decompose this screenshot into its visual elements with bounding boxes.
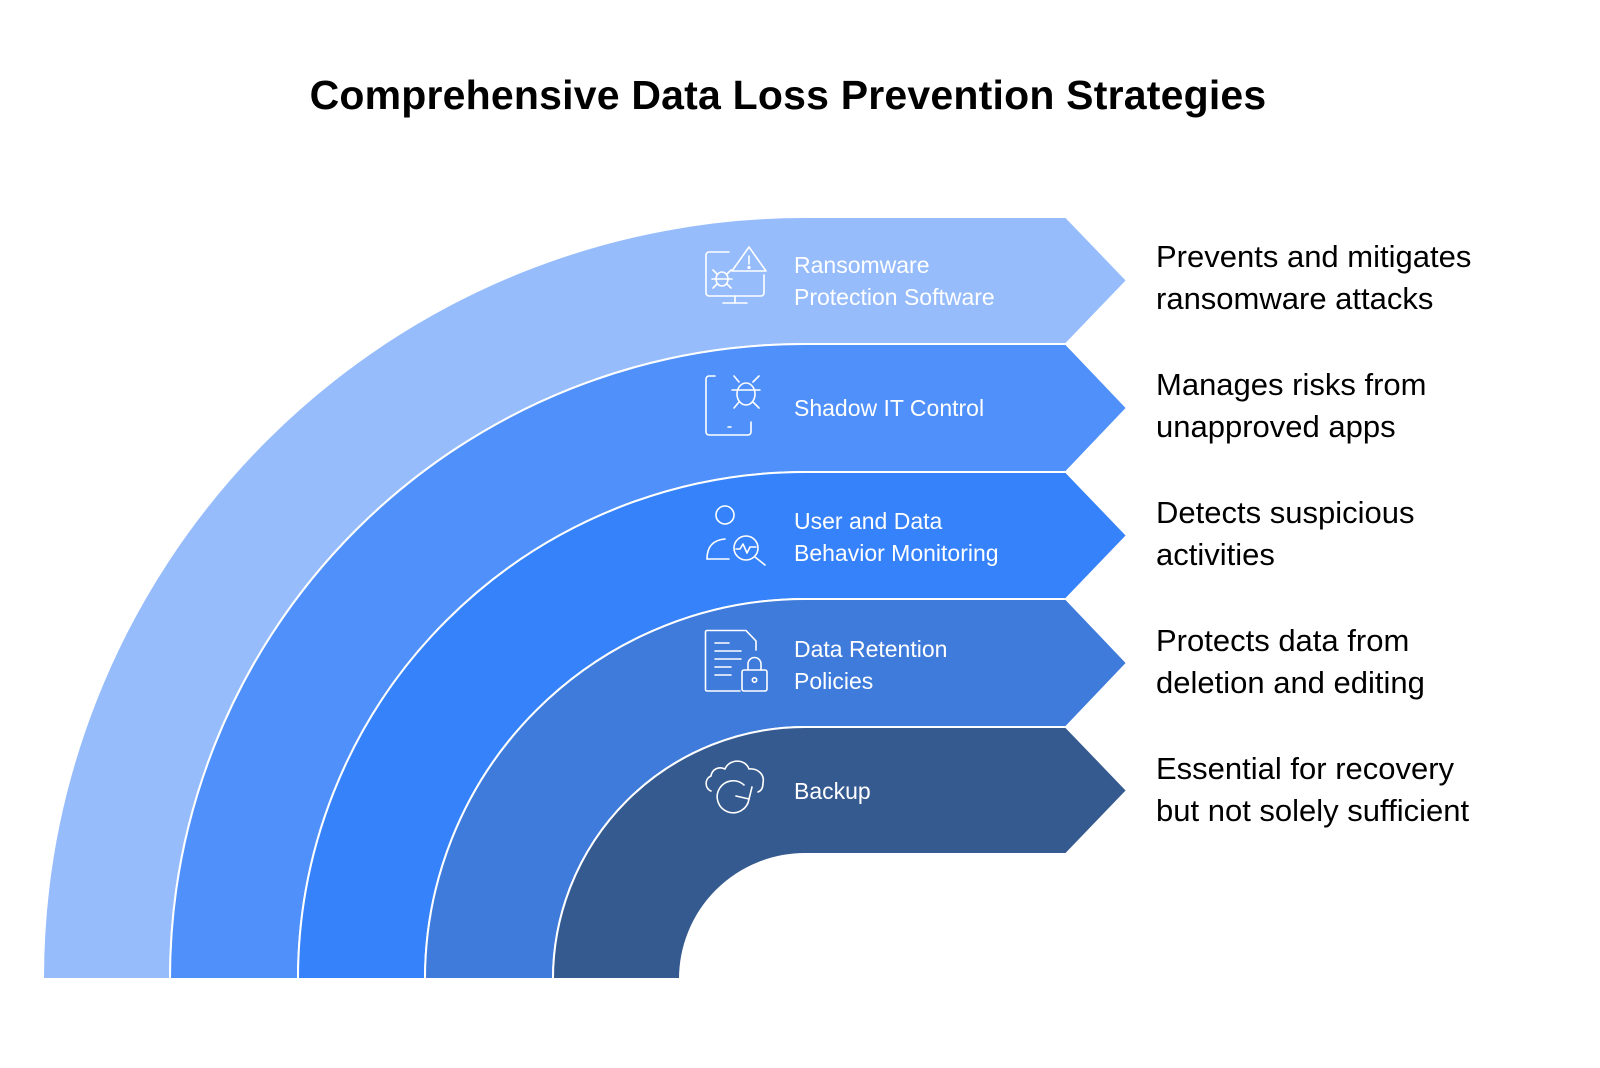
description-line: deletion and editing bbox=[1156, 665, 1425, 700]
layer-label-behavior-monitoring: User and Data Behavior Monitoring bbox=[794, 505, 999, 569]
user-monitoring-icon bbox=[706, 505, 766, 566]
description-line: Essential for recovery bbox=[1156, 751, 1455, 786]
tablet-bug-icon bbox=[705, 375, 761, 436]
description-line: but not solely sufficient bbox=[1156, 793, 1470, 828]
document-lock-icon bbox=[704, 629, 768, 692]
layer-description-data-retention: Protects data from deletion and editing bbox=[1156, 620, 1425, 704]
layer-label-shadow-it: Shadow IT Control bbox=[794, 392, 984, 424]
layer-label-line: Shadow IT Control bbox=[794, 395, 985, 421]
diagram-title: Comprehensive Data Loss Prevention Strat… bbox=[309, 72, 1267, 118]
layer-label-line: Data Retention bbox=[794, 636, 948, 662]
description-line: unapproved apps bbox=[1156, 409, 1396, 444]
layer-label-ransomware: Ransomware Protection Software bbox=[794, 249, 995, 313]
layer-label-line: Backup bbox=[794, 778, 871, 804]
description-line: Manages risks from bbox=[1156, 367, 1427, 402]
layer-description-shadow-it: Manages risks from unapproved apps bbox=[1156, 364, 1426, 448]
layer-label-line: Behavior Monitoring bbox=[794, 540, 999, 566]
layer-description-ransomware: Prevents and mitigates ransomware attack… bbox=[1156, 236, 1471, 320]
layer-label-line: Protection Software bbox=[794, 284, 995, 310]
layer-band-backup bbox=[551, 726, 1129, 980]
layer-label-line: Ransomware bbox=[794, 252, 930, 278]
layer-description-backup: Essential for recovery but not solely su… bbox=[1156, 748, 1469, 832]
description-line: ransomware attacks bbox=[1156, 281, 1434, 316]
description-line: activities bbox=[1156, 537, 1275, 572]
cloud-sync-icon bbox=[705, 760, 765, 814]
layer-description-behavior-monitoring: Detects suspicious activities bbox=[1156, 492, 1414, 576]
description-line: Protects data from bbox=[1156, 623, 1410, 658]
layer-label-data-retention: Data Retention Policies bbox=[794, 633, 947, 697]
monitor-bug-warning-icon bbox=[705, 246, 767, 304]
layer-label-line: Policies bbox=[794, 668, 874, 694]
description-line: Prevents and mitigates bbox=[1156, 239, 1472, 274]
layer-label-line: User and Data bbox=[794, 508, 943, 534]
description-line: Detects suspicious bbox=[1156, 495, 1415, 530]
layer-label-backup: Backup bbox=[794, 775, 871, 807]
